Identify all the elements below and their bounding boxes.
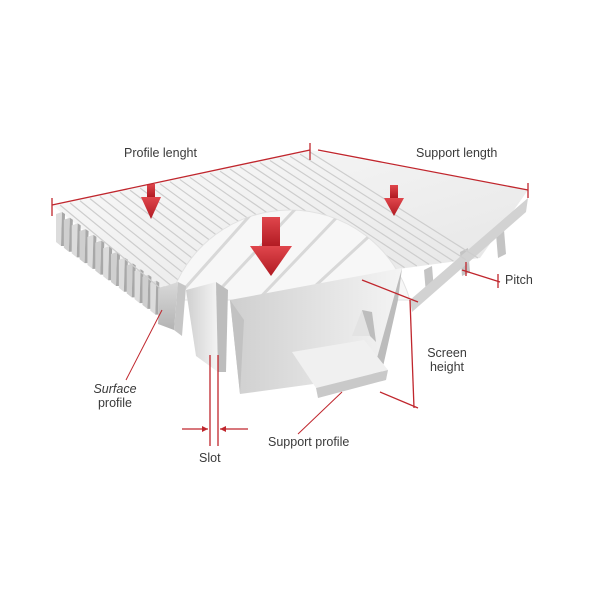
- pitch-label: Pitch: [505, 273, 533, 287]
- screen-height-label-line-2: height: [429, 359, 465, 374]
- slot-line: [279, 157, 442, 264]
- flow-arrow-icon: [250, 217, 292, 276]
- support-profile-block: [292, 310, 388, 398]
- front-wedge-bar: [95, 240, 102, 275]
- surface-profile-bar-1: [158, 282, 186, 336]
- front-wedge-bar: [126, 263, 133, 298]
- magnified-detail: [158, 209, 411, 398]
- support-bar-end: [496, 230, 506, 258]
- leader-lines: [125, 309, 343, 435]
- right-edge-face: [410, 198, 528, 312]
- support-profile-label: Support profile: [268, 435, 350, 449]
- front-wedge-bar: [79, 229, 86, 264]
- slot-label: Slot: [199, 451, 221, 465]
- front-wedge-bar: [134, 269, 141, 304]
- surface-profile-label-line-1: Surface: [93, 382, 137, 396]
- profile-length-label: Profile lenght: [124, 146, 197, 160]
- surface-profile-label: Surface profile: [89, 382, 141, 411]
- front-wedge-bar: [87, 234, 94, 269]
- front-wedge-bar: [142, 274, 149, 309]
- right-edge-supports: [410, 198, 528, 312]
- front-wedge-bar: [118, 257, 125, 292]
- slot-line: [289, 155, 454, 262]
- flow-arrow-icon: [141, 184, 161, 219]
- flow-arrow-icon: [384, 185, 404, 216]
- surface-profile-label-line-2: profile: [97, 395, 133, 410]
- support-length-label: Support length: [416, 146, 498, 160]
- surface-profile-bar-2: [186, 282, 228, 372]
- slot-line: [299, 153, 467, 261]
- front-wedge-bar: [111, 252, 117, 286]
- dimension-lines: [51, 143, 529, 446]
- front-wedge-bar: [103, 246, 110, 281]
- slot-line: [59, 204, 173, 299]
- slot-line: [79, 200, 197, 296]
- slot-line: [259, 162, 418, 267]
- screen-height-label: Screen height: [424, 346, 470, 375]
- front-wedge-bar: [63, 217, 70, 252]
- front-wedge-bar: [56, 212, 62, 246]
- slot-line: [69, 202, 185, 297]
- slot-line: [269, 159, 430, 265]
- screen-height-label-line-1: Screen: [427, 346, 467, 360]
- front-wedge-bar: [150, 280, 157, 315]
- front-wedge-bar: [71, 223, 78, 258]
